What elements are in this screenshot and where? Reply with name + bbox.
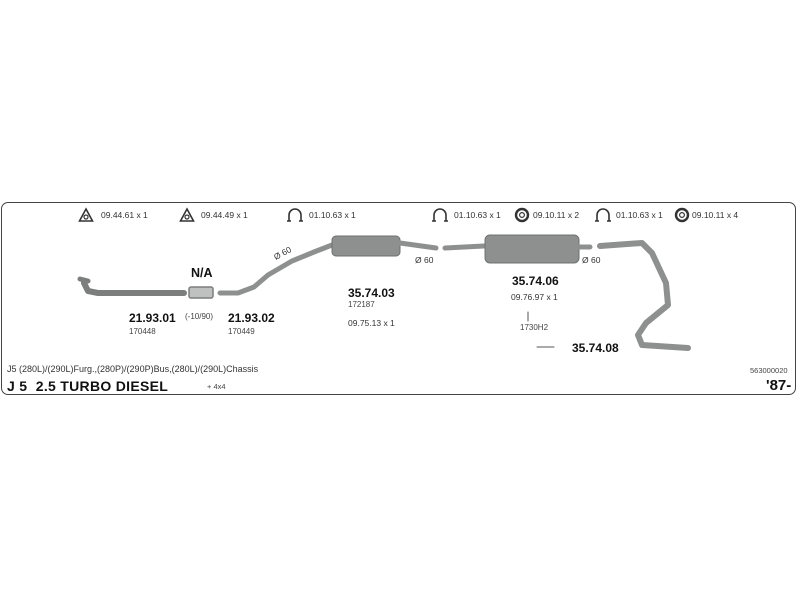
hardware-label: 09.44.61 x 1: [101, 210, 148, 220]
center-silencer-35-74-03: [331, 235, 401, 257]
center-silencer-ref: 172187: [348, 300, 375, 309]
mid-pipe-part-number: 21.93.02: [228, 311, 275, 325]
hardware-label: 09.10.11 x 2: [533, 210, 580, 220]
exhaust-diagram-panel: 09.44.61 x 1 09.44.49 x 1 01.10.63 x 1 0…: [1, 202, 796, 395]
center-silencer-part-number: 35.74.03: [348, 286, 395, 300]
tail-pipe-part-number: 35.74.08: [572, 341, 619, 355]
mid-pipe-21-93-02: [217, 242, 335, 296]
hardware-label: 09.44.49 x 1: [201, 210, 248, 220]
hardware-label: 01.10.63 x 1: [309, 210, 356, 220]
connecting-pipe: [442, 243, 487, 251]
triangle-clamp-icon: [78, 207, 94, 222]
ring-mount-icon: [514, 207, 530, 223]
rear-silencer-35-74-06: [484, 234, 580, 264]
rear-silencer-ref: 1730H2: [520, 323, 549, 332]
na-label: N/A: [191, 266, 213, 280]
front-pipe-21-93-01: [81, 280, 187, 296]
diameter-label: Ø 60: [582, 255, 601, 265]
flex-joint-na: [188, 286, 214, 299]
tail-pipe-35-74-08: [597, 240, 691, 351]
center-silencer-extra: 09.75.13 x 1: [348, 318, 395, 328]
center-silencer-outlet: [397, 240, 439, 251]
hardware-label: 01.10.63 x 1: [616, 210, 663, 220]
hardware-label: 01.10.63 x 1: [454, 210, 501, 220]
vehicle-variants: J5 (280L)/(290L)Furg.,(280P)/(290P)Bus,(…: [7, 364, 259, 374]
catalog-code: 563000020: [750, 366, 788, 375]
model-year: '87-: [766, 377, 792, 394]
triangle-clamp-icon: [179, 207, 195, 222]
mid-pipe-ref: 170449: [228, 327, 255, 336]
u-clamp-icon: [287, 208, 303, 222]
hardware-label: 09.10.11 x 4: [692, 210, 739, 220]
front-pipe-note: (-10/90): [185, 312, 214, 321]
rear-silencer-extra: 09.76.97 x 1: [511, 292, 558, 302]
front-pipe-ref: 170448: [129, 327, 156, 336]
vehicle-drive: + 4x4: [207, 382, 226, 391]
front-pipe-flange: [77, 276, 91, 284]
front-pipe-part-number: 21.93.01: [129, 311, 176, 325]
u-clamp-icon: [595, 208, 611, 222]
diameter-label: Ø 60: [415, 255, 434, 265]
exhaust-system-drawing: [77, 234, 691, 351]
vehicle-model: J 5 2.5 TURBO DIESEL: [7, 378, 169, 394]
ring-mount-icon: [674, 207, 690, 223]
rear-silencer-part-number: 35.74.06: [512, 274, 559, 288]
u-clamp-icon: [432, 208, 448, 222]
